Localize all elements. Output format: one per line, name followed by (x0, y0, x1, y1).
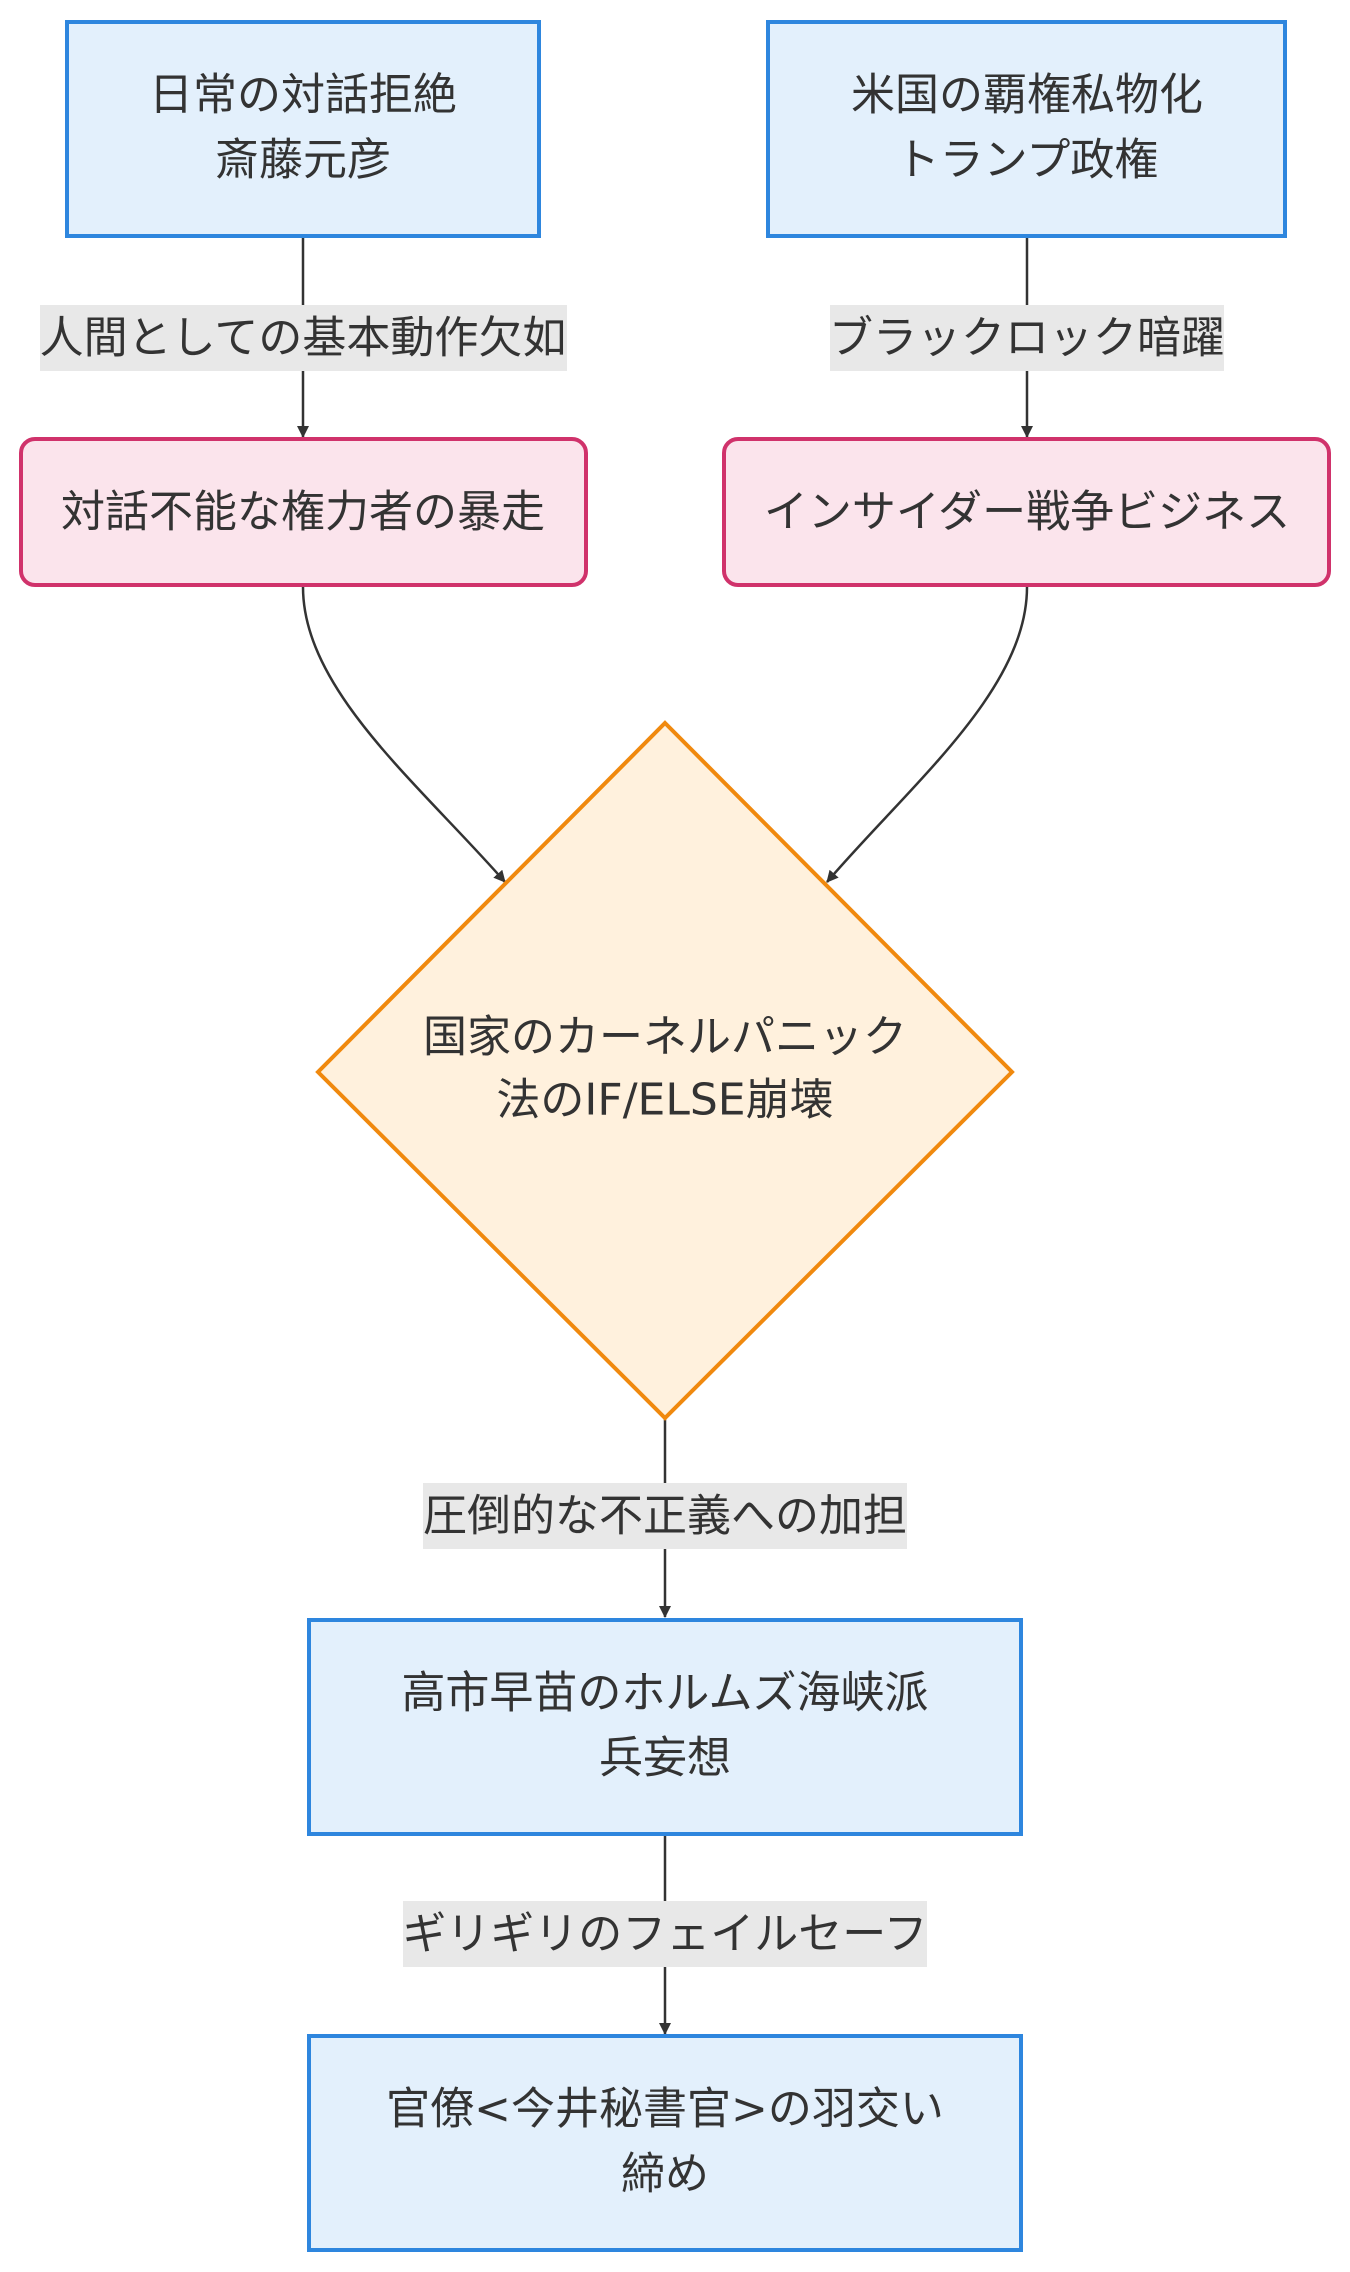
node-saito-line2: 斎藤元彦 (215, 135, 391, 186)
node-imai-line1: 官僚<今井秘書官>の羽交い (386, 2084, 944, 2135)
edge-label-panic: 圧倒的な不正義への加担 (423, 1483, 907, 1549)
node-imai-line2: 締め (621, 2149, 709, 2200)
edge-runaway-to-panic (301, 586, 506, 883)
node-insider-label: インサイダー戦争ビジネス (764, 487, 1290, 538)
edge-label-trump: ブラックロック暗躍 (829, 305, 1225, 371)
node-takaichi-line2: 兵妄想 (599, 1733, 731, 1784)
edge-label-text: ブラックロック暗躍 (829, 313, 1225, 364)
edge-label-text: 人間としての基本動作欠如 (40, 313, 567, 364)
node-insider: インサイダー戦争ビジネス (722, 437, 1331, 587)
node-runaway: 対話不能な権力者の暴走 (19, 437, 588, 587)
node-trump-line1: 米国の覇権私物化 (851, 70, 1203, 121)
edge-label-takaichi: ギリギリのフェイルセーフ (402, 1901, 928, 1967)
node-trump: 米国の覇権私物化 トランプ政権 (766, 20, 1287, 238)
edge-label-saito: 人間としての基本動作欠如 (40, 305, 567, 371)
node-imai: 官僚<今井秘書官>の羽交い 締め (307, 2034, 1023, 2252)
node-saito: 日常の対話拒絶 斎藤元彦 (65, 20, 541, 238)
node-takaichi-line1: 高市早苗のホルムズ海峡派 (401, 1668, 928, 1719)
edge-insider-to-panic (826, 586, 1029, 883)
node-saito-line1: 日常の対話拒絶 (149, 70, 457, 121)
node-takaichi: 高市早苗のホルムズ海峡派 兵妄想 (307, 1618, 1023, 1836)
edge-label-text: 圧倒的な不正義への加担 (423, 1491, 907, 1542)
node-panic: 国家のカーネルパニック 法のIF/ELSE崩壊 (315, 720, 1015, 1421)
node-runaway-label: 対話不能な権力者の暴走 (61, 487, 545, 538)
node-panic-line1: 国家のカーネルパニック (423, 1012, 907, 1063)
node-trump-line2: トランプ政権 (896, 135, 1159, 186)
node-panic-line2: 法のIF/ELSE崩壊 (496, 1075, 833, 1126)
edge-label-text: ギリギリのフェイルセーフ (402, 1909, 927, 1960)
